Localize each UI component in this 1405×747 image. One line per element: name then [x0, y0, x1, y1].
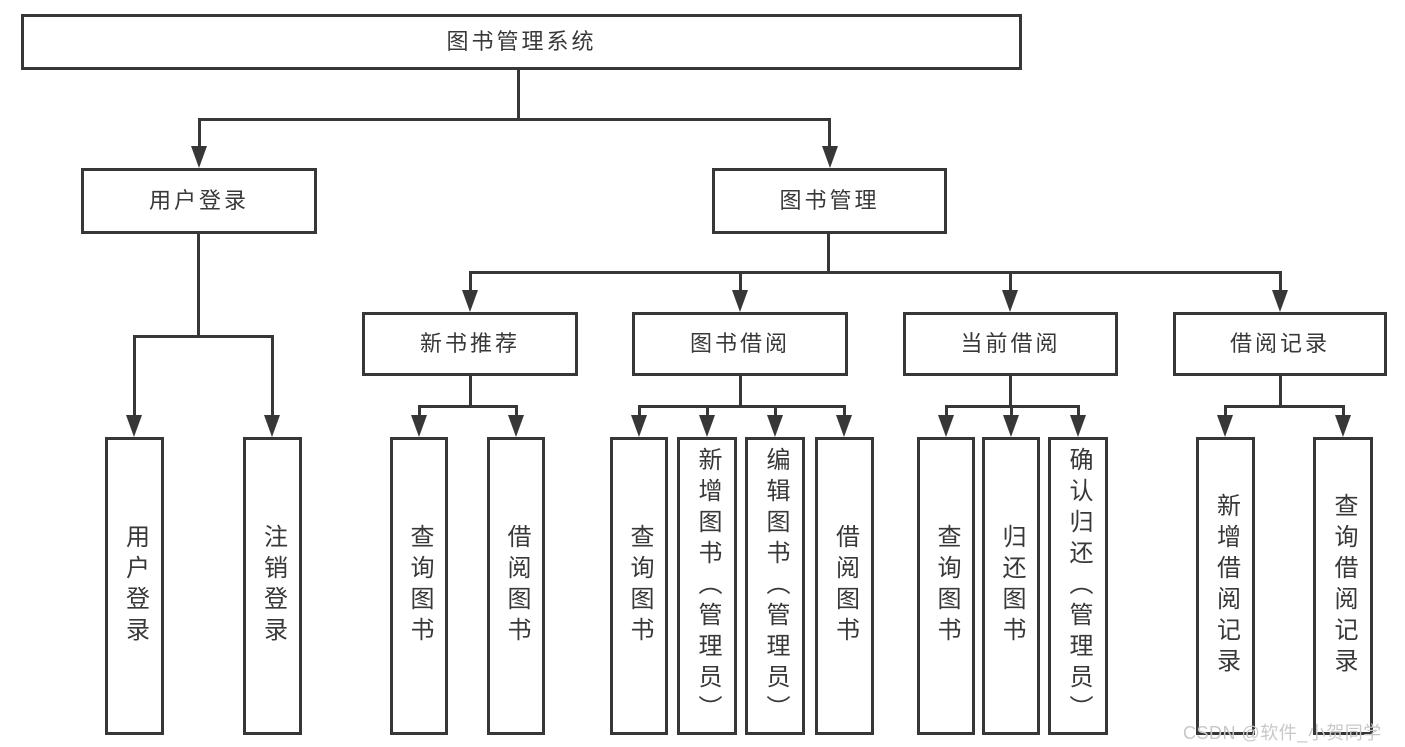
connector-line	[133, 335, 274, 338]
arrowhead-icon	[1002, 290, 1018, 312]
node-user-login: 用户登录	[81, 168, 317, 234]
connector-line	[418, 405, 421, 418]
node-book-management: 图书管理	[712, 168, 947, 234]
connector-line	[515, 405, 518, 418]
leaf-query-books-borrowing: 查询图书	[610, 437, 668, 735]
arrowhead-icon	[699, 415, 715, 437]
connector-line	[774, 405, 777, 418]
node-new-book-recommendation: 新书推荐	[362, 312, 578, 376]
csdn-watermark: CSDN @软件_小贺同学	[1183, 723, 1382, 743]
arrowhead-icon	[462, 290, 478, 312]
connector-line	[827, 233, 830, 273]
connector-line	[843, 405, 846, 418]
leaf-query-borrow-record: 查询借阅记录	[1313, 437, 1373, 735]
connector-line	[271, 335, 274, 417]
leaf-add-books-admin: 新增图书（管理员）	[677, 437, 737, 735]
connector-line	[469, 271, 1282, 274]
connector-line	[945, 405, 948, 418]
arrowhead-icon	[767, 415, 783, 437]
connector-line	[706, 405, 709, 418]
leaf-logout: 注销登录	[243, 437, 302, 735]
connector-line	[198, 118, 201, 150]
arrowhead-icon	[1217, 415, 1233, 437]
connector-line	[1342, 405, 1345, 418]
connector-line	[469, 271, 472, 293]
connector-line	[1010, 405, 1013, 418]
connector-line	[638, 405, 641, 418]
arrowhead-icon	[191, 146, 207, 168]
connector-line	[133, 335, 136, 417]
connector-line	[828, 118, 831, 150]
connector-line	[1077, 405, 1080, 418]
leaf-return-books: 归还图书	[982, 437, 1040, 735]
arrowhead-icon	[732, 290, 748, 312]
connector-line	[418, 405, 518, 408]
connector-line	[517, 69, 520, 121]
leaf-add-borrow-record: 新增借阅记录	[1196, 437, 1255, 735]
connector-line	[1009, 271, 1012, 293]
arrowhead-icon	[264, 415, 280, 437]
arrowhead-icon	[938, 415, 954, 437]
leaf-borrow-books-borrowing: 借阅图书	[815, 437, 874, 735]
node-borrowing-records: 借阅记录	[1173, 312, 1387, 376]
node-current-borrowing: 当前借阅	[903, 312, 1118, 376]
leaf-query-books-current: 查询图书	[917, 437, 975, 735]
connector-line	[739, 271, 742, 293]
leaf-confirm-return-admin: 确认归还（管理员）	[1048, 437, 1108, 735]
leaf-user-login: 用户登录	[105, 437, 164, 735]
arrowhead-icon	[836, 415, 852, 437]
connector-line	[197, 233, 200, 337]
node-library-management-system: 图书管理系统	[21, 14, 1022, 70]
arrowhead-icon	[631, 415, 647, 437]
connector-line	[1224, 405, 1345, 408]
arrowhead-icon	[126, 415, 142, 437]
arrowhead-icon	[1335, 415, 1351, 437]
arrowhead-icon	[822, 146, 838, 168]
connector-line	[739, 375, 742, 407]
connector-line	[469, 375, 472, 407]
arrowhead-icon	[411, 415, 427, 437]
leaf-edit-books-admin: 编辑图书（管理员）	[745, 437, 805, 735]
leaf-query-books-recommend: 查询图书	[390, 437, 448, 735]
connector-line	[1279, 375, 1282, 407]
connector-line	[198, 118, 831, 121]
node-book-borrowing: 图书借阅	[632, 312, 848, 376]
arrowhead-icon	[1272, 290, 1288, 312]
arrowhead-icon	[1070, 415, 1086, 437]
connector-line	[1279, 271, 1282, 293]
arrowhead-icon	[1003, 415, 1019, 437]
connector-line	[1224, 405, 1227, 418]
connector-line	[1009, 375, 1012, 407]
arrowhead-icon	[508, 415, 524, 437]
connector-line	[638, 405, 846, 408]
leaf-borrow-books-recommend: 借阅图书	[487, 437, 545, 735]
